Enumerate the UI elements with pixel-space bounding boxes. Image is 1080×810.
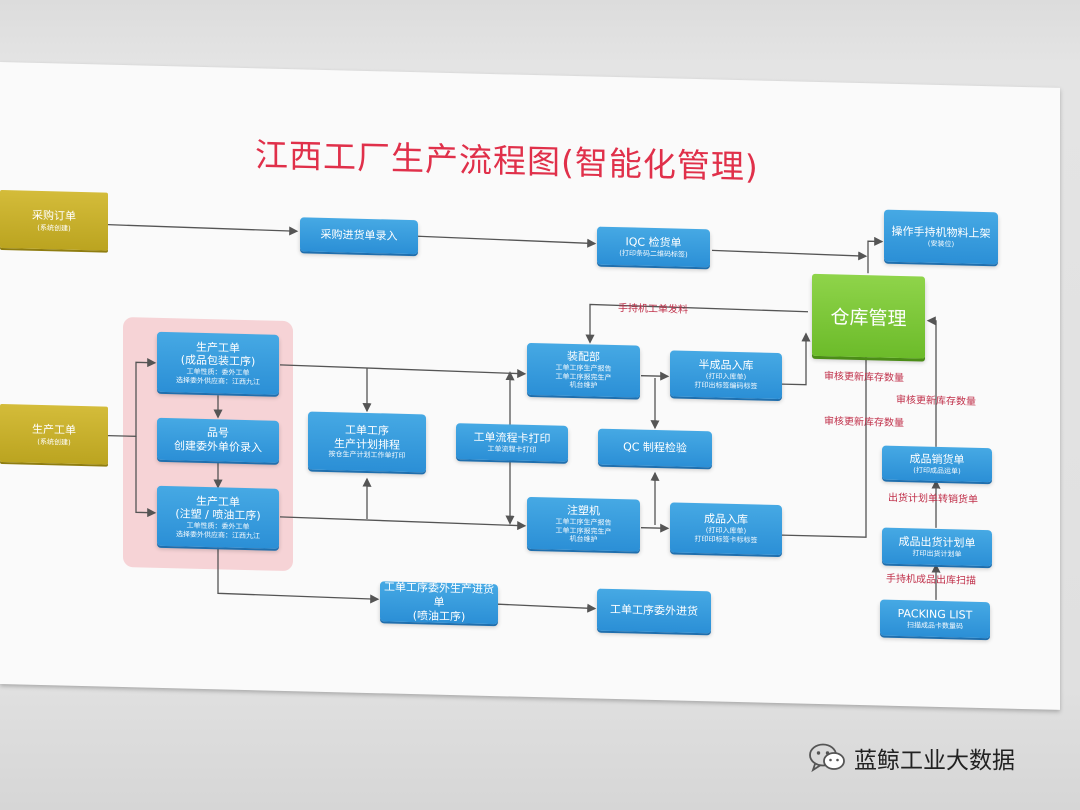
item-number-box: 品号 创建委外单价录入	[157, 417, 279, 463]
assembly-box: 装配部 工单工序生产报告 工单工序报完生产 机台维护	[527, 342, 640, 398]
arrow-receipt-iqc	[417, 235, 597, 248]
label-ship-to-sales: 出货计划单转销货单	[888, 492, 978, 506]
ship-plan-box: 成品出货计划单 打印出货计划单	[882, 527, 992, 567]
arrow-wh-pda	[867, 236, 884, 274]
sales-delivery-box: 成品销货单 (打印成品运单)	[882, 445, 992, 483]
qc-box: QC 制程检验	[598, 428, 712, 468]
qc-title: QC 制程检验	[623, 440, 687, 455]
purchase-order-sub: (系统创建)	[37, 223, 71, 233]
work-order-packing-sub2: 选择委外供应商：江西九江	[176, 376, 260, 387]
flow-arrows	[107, 223, 941, 613]
arrow-semi-wh	[782, 332, 811, 386]
arrow-po-receipt	[107, 223, 299, 236]
pda-shelving-sub: (安装位)	[927, 239, 955, 248]
purchase-receipt-box: 采购进货单录入	[300, 217, 418, 255]
arrow-src-packing	[108, 358, 157, 437]
finished-goods-in-sub2: 打印印标签卡标标签	[694, 534, 758, 545]
production-order-source-box: 生产工单 (系统创建)	[0, 404, 108, 465]
assembly-sub3: 机台维护	[569, 381, 598, 390]
purchase-receipt-title: 采购进货单录入	[320, 227, 398, 243]
label-audit-1: 审核更新库存数量	[824, 371, 904, 385]
scheduling-sub: 按仓生产计划工作单打印	[328, 450, 406, 461]
arrow-assembly-semi	[641, 371, 670, 381]
arrow-molding-injection	[279, 516, 527, 531]
warehouse-box: 仓库管理	[812, 273, 925, 359]
ship-plan-sub: 打印出货计划单	[912, 548, 962, 558]
watermark-text: 蓝鲸工业大数据	[854, 748, 1015, 774]
label-pda-issue: 手持机工单发料	[618, 303, 688, 316]
sales-delivery-sub: (打印成品运单)	[913, 465, 961, 475]
arrow-outsource-receipt	[497, 603, 597, 613]
item-number-line2: 创建委外单价录入	[174, 439, 262, 455]
semi-finished-in-sub2: 打印出标签编码标签	[694, 380, 758, 391]
finished-goods-in-box: 成品入库 (打印入库单) 打印印标签卡标标签	[670, 502, 782, 556]
arrow-sales-wh	[926, 316, 937, 447]
flowchart-board: 江西工厂生产流程图(智能化管理)	[0, 62, 1060, 710]
outsource-delivery-box: 工单工序委外生产进货单 (喷油工序)	[380, 580, 498, 625]
outsource-delivery-title: 工单工序委外生产进货单	[384, 580, 494, 609]
injection-sub3: 机台维护	[569, 535, 598, 544]
semi-finished-in-box: 半成品入库 (打印入库单) 打印出标签编码标签	[670, 350, 782, 400]
arrow-wh-assembly	[585, 303, 809, 344]
arrow-fg-wh	[782, 339, 871, 538]
outsource-receipt-box: 工单工序委外进货	[597, 588, 711, 634]
packing-list-box: PACKING LIST 扫描成品卡数量码	[880, 599, 990, 639]
packing-list-sub: 扫描成品卡数量码	[907, 620, 963, 631]
arrow-injection-fg	[641, 523, 670, 533]
work-order-packing-box: 生产工单 (成品包装工序) 工单性质：委外工单 选择委外供应商：江西九江	[157, 331, 279, 395]
pda-shelving-box: 操作手持机物料上架 (安装位)	[884, 209, 998, 265]
outsource-delivery-line2: (喷油工序)	[412, 608, 466, 624]
arrow-packing-assembly	[279, 364, 527, 379]
work-order-molding-box: 生产工单 (注塑 / 喷油工序) 工单性质：委外工单 选择委外供应商：江西九江	[157, 485, 279, 549]
wechat-icon	[809, 743, 845, 773]
watermark: 蓝鲸工业大数据	[808, 741, 1015, 775]
flow-card-box: 工单流程卡打印 工单流程卡打印	[456, 423, 568, 462]
purchase-order-box: 采购订单 (系统创建)	[0, 190, 108, 251]
label-pda-scan-out: 手持机成品出库扫描	[886, 573, 976, 587]
work-order-molding-sub2: 选择委外供应商：江西九江	[176, 530, 260, 541]
label-audit-2: 审核更新库存数量	[896, 394, 976, 408]
iqc-box: IQC 检货单 (打印条码二维码标签)	[597, 226, 710, 268]
iqc-sub: (打印条码二维码标签)	[619, 248, 688, 259]
production-order-source-sub: (系统创建)	[37, 437, 71, 447]
label-audit-3: 审核更新库存数量	[824, 416, 904, 430]
scheduling-box: 工单工序 生产计划排程 按仓生产计划工作单打印	[308, 411, 426, 473]
arrow-iqc-wh	[711, 249, 868, 261]
outsource-receipt-title: 工单工序委外进货	[610, 603, 698, 619]
arrow-src-molding	[135, 436, 157, 518]
flow-card-sub: 工单流程卡打印	[487, 444, 537, 454]
injection-box: 注塑机 工单工序生产报告 工单工序报完生产 机台维护	[527, 496, 640, 552]
arrow-molding-outsource	[217, 547, 380, 604]
